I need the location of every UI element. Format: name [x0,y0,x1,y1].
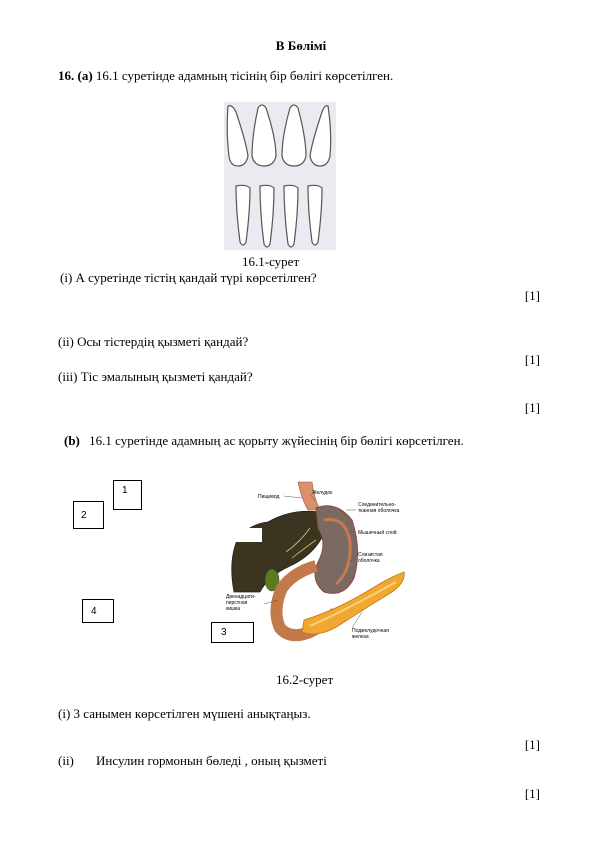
label-podzh2: железа [352,634,369,640]
label-zheludok: Желудок [312,490,333,496]
section-title: В Бөлімі [275,38,327,53]
intro-b-text: 16.1 суретінде адамның ас қорыту жүйесін… [89,433,464,448]
question-16b-intro: (b) 16.1 суретінде адамның ас қорыту жүй… [64,433,464,449]
label-duod1: Двенадцати- [226,594,256,600]
question-number: 16. [58,68,75,83]
label-mysh: Мышечный слой [358,529,397,536]
label-slizist: Слизистая [358,552,383,558]
label-pischevod: Пищевод [258,494,279,500]
label-box-1: 1 [113,480,142,510]
label-duod3: кишка [226,606,240,612]
question-a-iii: (iii) Тіс эмалының қызметі қандай? [58,369,253,384]
mark-a-ii: [1] [524,352,540,367]
label-box-text: 4 [91,606,97,617]
label-slizist2: оболочка [358,558,380,564]
label-box-4: 4 [82,599,114,623]
teeth-figure [224,102,336,250]
part-a-label: (a) [77,68,93,83]
label-box-3: 3 [211,622,254,643]
label-soed: Соединительно- [358,502,396,508]
label-duod2: перстная [226,600,248,606]
question-b-ii-number: (ii) [58,753,74,768]
figure-1-caption: 16.1-сурет [242,254,300,269]
question-a-i: (i) А суретінде тістің қандай түрі көрсе… [60,270,317,285]
label-box-text: 1 [122,485,128,496]
intro-a-text: 16.1 суретінде адамның тісінің бір бөліг… [95,68,394,83]
mark-b-i: [1] [524,737,540,752]
label-box-text: 2 [81,510,87,521]
question-a-ii: (ii) Осы тістердің қызметі қандай? [58,334,249,349]
mark-a-i: [1] [524,288,540,303]
question-16a-intro: 16. (a) 16.1 суретінде адамның тісінің б… [58,68,393,84]
digestive-figure: Пищевод Желудок Соединительно- тканная о… [226,481,405,642]
label-soed2: тканная оболочка [358,508,400,514]
mark-a-iii: [1] [524,400,540,415]
label-podzh1: Поджелудочная [352,628,389,634]
mark-b-ii: [1] [524,786,540,801]
question-b-ii-text: Инсулин гормонын бөледі , оның қызметі [96,753,327,768]
figure-2-caption: 16.2-сурет [276,672,334,687]
part-b-label: (b) [64,433,80,448]
label-box-2: 2 [73,501,104,529]
question-b-i: (i) 3 санымен көрсетілген мүшені анықтаң… [58,706,311,721]
label-box-text: 3 [221,627,227,638]
